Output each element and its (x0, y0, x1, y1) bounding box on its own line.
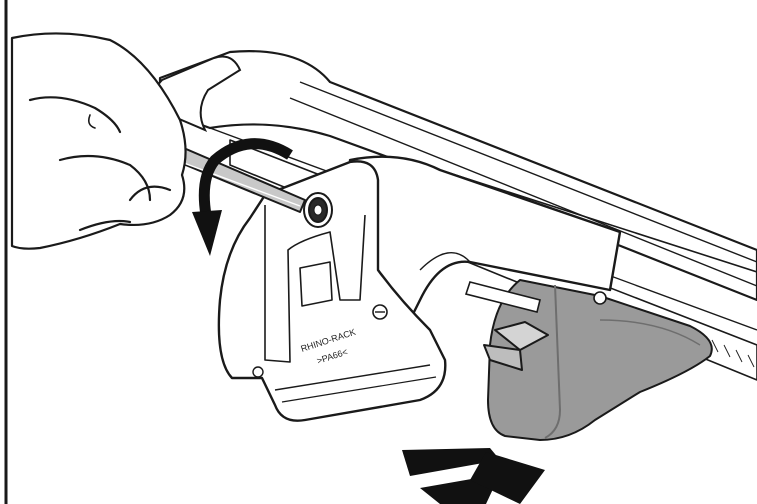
clamp-rod (464, 281, 541, 313)
rotate-counterclockwise-arrow-icon (192, 138, 293, 256)
front-clamp (217, 160, 447, 422)
push-direction-arrow-icon (402, 448, 545, 504)
crossbar-body (348, 155, 757, 332)
bolt-head[interactable] (303, 192, 333, 228)
grey-foot-pad (483, 279, 713, 441)
hand-holding-key (10, 32, 187, 250)
